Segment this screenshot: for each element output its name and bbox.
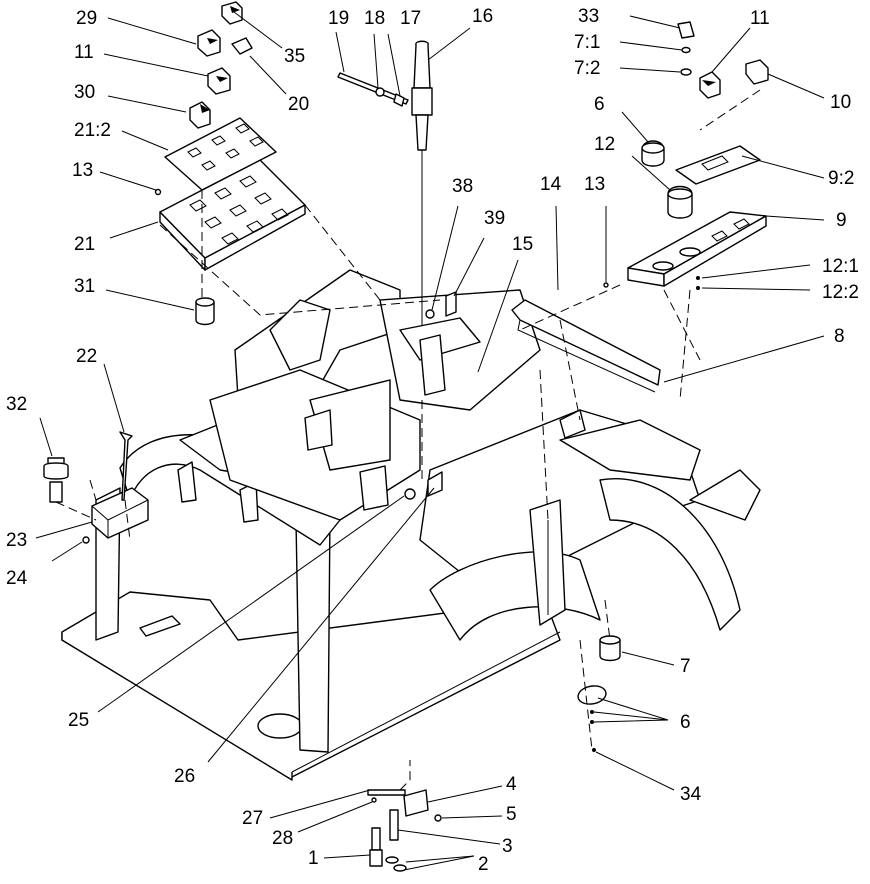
callout-16: 16 — [472, 6, 493, 27]
callout-25: 25 — [68, 710, 89, 731]
callout-13-left: 13 — [72, 160, 93, 181]
callout-11-right: 11 — [750, 8, 770, 29]
callout-10: 10 — [830, 92, 851, 113]
callout-4: 4 — [506, 774, 517, 795]
callout-38: 38 — [452, 176, 473, 197]
callout-26: 26 — [174, 766, 195, 787]
callout-17: 17 — [400, 8, 421, 29]
right-switch-panel — [603, 21, 769, 290]
left-post-parts — [43, 431, 149, 544]
callout-20: 20 — [288, 94, 309, 115]
callout-1: 1 — [308, 848, 319, 869]
callout-7-2: 7:2 — [574, 58, 600, 79]
assembly-lines — [55, 89, 761, 791]
lower-center-parts — [367, 789, 442, 872]
callout-13-right: 13 — [584, 174, 605, 195]
callout-18: 18 — [364, 8, 385, 29]
callout-39: 39 — [484, 208, 505, 229]
callout-14: 14 — [540, 174, 562, 195]
callout-29: 29 — [76, 8, 97, 29]
callout-33: 33 — [578, 6, 599, 27]
callout-35: 35 — [284, 46, 305, 67]
callout-28: 28 — [272, 828, 293, 849]
callout-34: 34 — [680, 784, 702, 805]
callout-7-1: 7:1 — [574, 32, 600, 53]
callout-labels: 29 35 11 20 30 21:2 13 21 31 22 32 23 24… — [6, 6, 859, 875]
callout-2: 2 — [478, 854, 489, 875]
callout-15: 15 — [512, 234, 533, 255]
callout-27: 27 — [242, 808, 263, 829]
callout-31: 31 — [74, 276, 95, 297]
callout-7: 7 — [680, 656, 691, 677]
callout-21-2: 21:2 — [74, 120, 111, 141]
callout-3: 3 — [502, 836, 513, 857]
callout-8: 8 — [834, 326, 845, 347]
callout-22: 22 — [76, 346, 97, 367]
callout-11-left: 11 — [74, 42, 94, 63]
callout-9: 9 — [836, 210, 847, 231]
callout-21: 21 — [74, 234, 95, 255]
callout-32: 32 — [6, 394, 27, 415]
callout-12-1: 12:1 — [822, 256, 859, 277]
frame-assembly — [61, 269, 761, 781]
callout-12: 12 — [594, 134, 615, 155]
callout-30: 30 — [74, 82, 95, 103]
callout-19: 19 — [328, 8, 349, 29]
callout-9-2: 9:2 — [828, 168, 854, 189]
center-lever-parts — [337, 40, 481, 500]
left-switch-panel — [154, 1, 306, 326]
callout-24: 24 — [6, 568, 28, 589]
callout-6-top: 6 — [594, 94, 605, 115]
lower-right-parts — [577, 635, 621, 752]
leader-lines — [35, 11, 825, 871]
callout-23: 23 — [6, 530, 27, 551]
callout-5: 5 — [506, 804, 517, 825]
callout-12-2: 12:2 — [822, 282, 859, 303]
callout-6-bottom: 6 — [680, 712, 691, 733]
